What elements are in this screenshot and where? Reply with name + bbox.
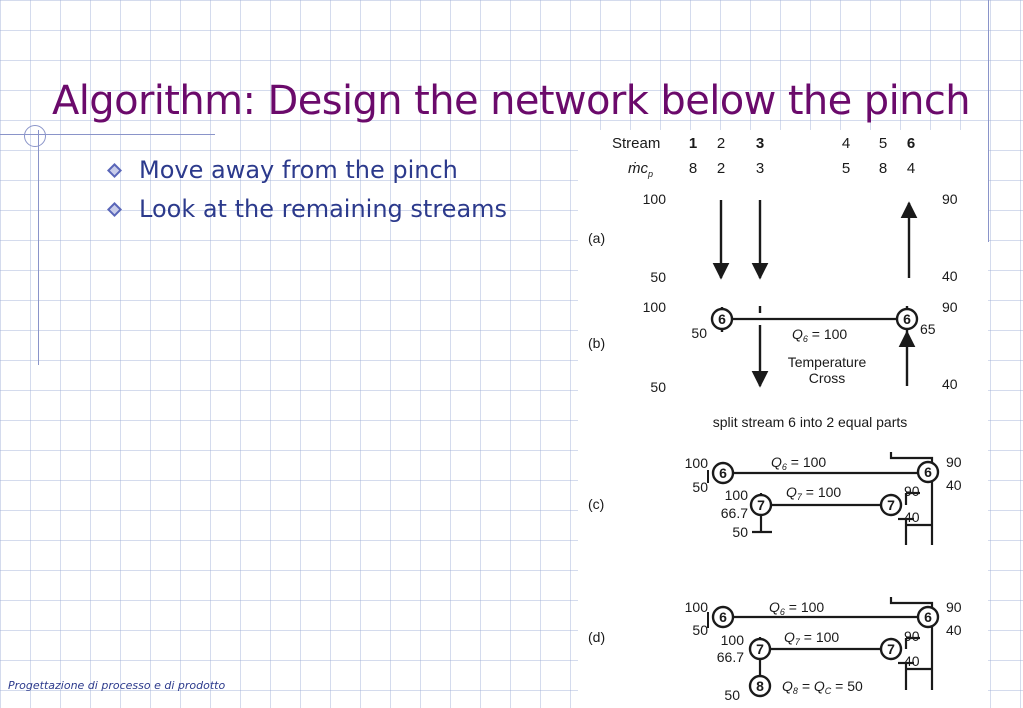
bullet-text: Move away from the pinch	[139, 156, 458, 184]
exchanger-node	[711, 461, 735, 485]
temperature-label: 50	[691, 325, 707, 341]
exchanger-node	[711, 605, 735, 629]
stream-label: Stream	[612, 135, 660, 152]
temperature-label: 50	[650, 379, 666, 395]
temperature-label: 40	[904, 509, 920, 525]
exchanger-node	[710, 307, 734, 331]
corner-circle-ornament	[24, 125, 46, 147]
stream-number: 2	[717, 135, 725, 152]
exchanger-number: 7	[757, 497, 765, 513]
split-stream-line	[889, 597, 934, 690]
panel-c: (c) 100 50 100 66.7 50 6 7 6 7 90 40 90 …	[588, 452, 962, 545]
stream-header: Stream 1 2 3 4 5 6 ṁcp 8 2 3 5 8 4	[612, 135, 915, 179]
exchanger-number: 7	[887, 641, 895, 657]
mcp-value: 5	[842, 160, 850, 177]
temperature-label: 50	[650, 269, 666, 285]
temperature-label: 100	[685, 599, 709, 615]
temperature-label: 50	[692, 479, 708, 495]
temperature-label: 40	[946, 477, 962, 493]
temperature-label: 90	[904, 483, 920, 499]
duty-label: Q7 = 100	[784, 629, 839, 647]
diamond-bullet-icon	[107, 202, 122, 217]
mcp-value: 4	[907, 160, 915, 177]
exchanger-number: 6	[924, 464, 932, 480]
duty-label: Q8 = QC = 50	[782, 678, 863, 696]
bullet-item: Move away from the pinch	[105, 153, 507, 192]
exchanger-number: 8	[756, 678, 764, 694]
split-stream-line	[889, 452, 934, 545]
exchanger-node	[748, 637, 772, 661]
temperature-label: 90	[946, 599, 962, 615]
exchanger-number: 6	[718, 311, 726, 327]
stream-number: 6	[907, 135, 915, 152]
left-vertical-rule	[38, 130, 39, 365]
exchanger-number: 6	[924, 609, 932, 625]
stream-number: 4	[842, 135, 850, 152]
temperature-label: 100	[725, 487, 749, 503]
diamond-bullet-icon	[107, 163, 122, 178]
temperature-label: 65	[920, 321, 936, 337]
temperature-label: 90	[942, 299, 958, 315]
mcp-value: 8	[879, 160, 887, 177]
panel-b: (b) 100 50 90 40 50 65 6 6 Q6 = 100 Temp…	[588, 299, 958, 395]
exchanger-node	[916, 605, 940, 629]
stream-number: 5	[879, 135, 887, 152]
duty-label: Q6 = 100	[769, 599, 824, 617]
temperature-label: 40	[904, 653, 920, 669]
temperature-label: 50	[724, 687, 740, 703]
panel-a: (a) 100 50 90 40	[588, 191, 958, 285]
duty-label: Q6 = 100	[792, 326, 847, 344]
panel-label: (d)	[588, 629, 605, 645]
exchanger-number: 6	[719, 465, 727, 481]
temperature-label: 40	[946, 622, 962, 638]
mcp-label: ṁcp	[628, 160, 653, 179]
slide-title: Algorithm: Design the network below the …	[52, 78, 971, 124]
temperature-label: 90	[946, 454, 962, 470]
split-note: split stream 6 into 2 equal parts	[713, 414, 908, 430]
right-vertical-rule	[988, 0, 989, 242]
panel-label: (b)	[588, 335, 605, 351]
cross-note: Cross	[809, 370, 846, 386]
bullet-text: Look at the remaining streams	[139, 195, 508, 223]
stream-number: 3	[756, 135, 764, 152]
stream-number: 1	[689, 135, 697, 152]
slide-footer: Progettazione di processo e di prodotto	[8, 679, 226, 692]
duty-label: Q7 = 100	[786, 484, 841, 502]
exchanger-number: 7	[756, 641, 764, 657]
temperature-label: 66.7	[721, 505, 748, 521]
bullet-list: Move away from the pinch Look at the rem…	[105, 153, 507, 231]
exchanger-node	[916, 460, 940, 484]
exchanger-node	[879, 493, 903, 517]
exchanger-number: 7	[887, 497, 895, 513]
exchanger-node	[895, 307, 919, 331]
temperature-label: 100	[643, 299, 667, 315]
mcp-value: 2	[717, 160, 725, 177]
temperature-label: 40	[942, 376, 958, 392]
temperature-label: 40	[942, 268, 958, 284]
temperature-label: 90	[942, 191, 958, 207]
bullet-item: Look at the remaining streams	[105, 192, 507, 231]
mcp-value: 3	[756, 160, 764, 177]
temperature-label: 100	[721, 632, 745, 648]
exchanger-node	[749, 493, 773, 517]
cross-note: Temperature	[788, 354, 867, 370]
panel-label: (a)	[588, 230, 605, 246]
exchanger-number: 6	[903, 311, 911, 327]
exchanger-number: 6	[719, 609, 727, 625]
temperature-label: 50	[692, 622, 708, 638]
mcp-value: 8	[689, 160, 697, 177]
title-underline	[0, 134, 215, 135]
exchanger-node	[748, 674, 772, 698]
panel-label: (c)	[588, 496, 604, 512]
temperature-label: 100	[685, 455, 709, 471]
temperature-label: 66.7	[717, 649, 744, 665]
temperature-label: 50	[732, 524, 748, 540]
temperature-label: 90	[904, 628, 920, 644]
temperature-label: 100	[643, 191, 667, 207]
exchanger-node	[879, 637, 903, 661]
duty-label: Q6 = 100	[771, 454, 826, 472]
panel-d: (d) 100 50 100 66.7 50 6 7 8 6 7 90 40 9…	[588, 597, 962, 703]
